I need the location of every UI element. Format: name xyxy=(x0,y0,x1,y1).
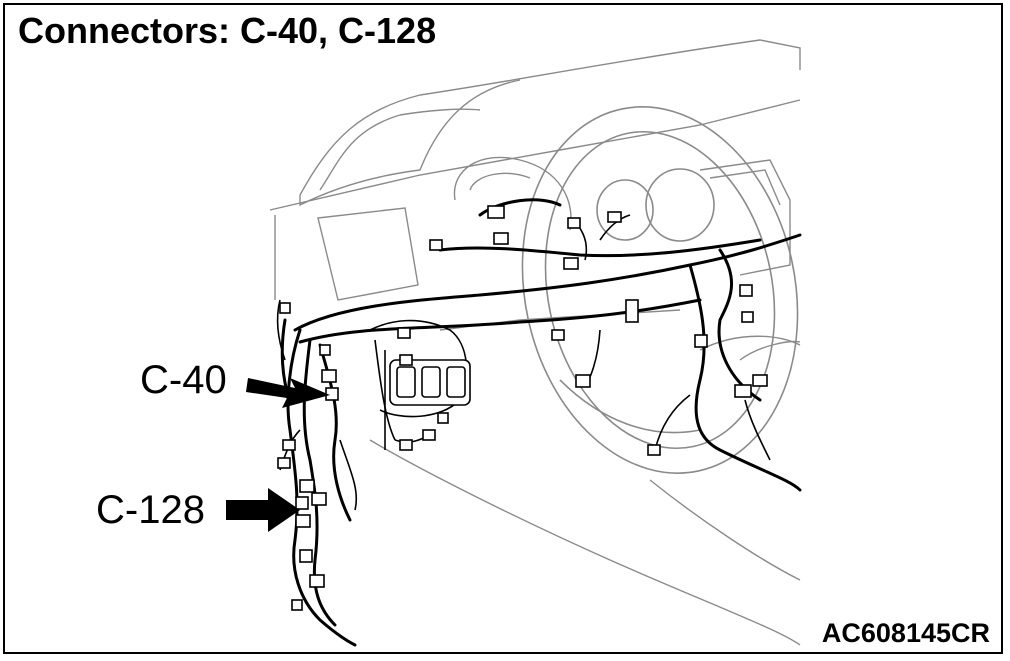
steering-wheel xyxy=(521,106,799,474)
callout-label-c40: C-40 xyxy=(140,358,227,402)
callout-label-c128: C-128 xyxy=(96,488,205,532)
callout-arrows xyxy=(226,378,330,532)
diagram-title: Connectors: C-40, C-128 xyxy=(18,10,437,51)
connectors xyxy=(277,205,768,611)
diagram-frame xyxy=(3,3,1003,654)
branch-wires xyxy=(276,214,771,511)
c128-arrow xyxy=(226,488,300,532)
figure-code: AC608145CR xyxy=(821,618,990,648)
c40-arrow xyxy=(246,378,330,408)
main-wire-harness xyxy=(280,198,802,647)
switch-panel xyxy=(389,359,471,406)
